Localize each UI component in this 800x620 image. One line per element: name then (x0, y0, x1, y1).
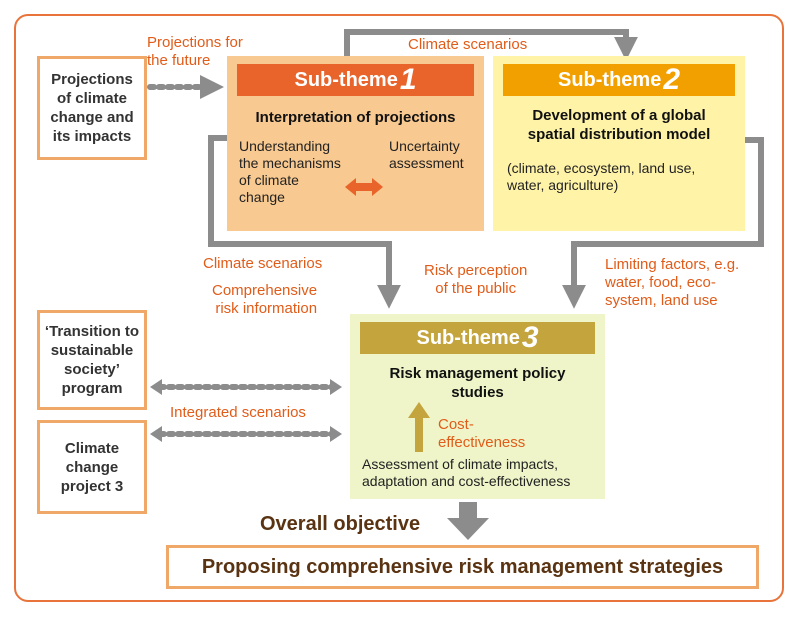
projections-box: Projections of climate change and its im… (37, 56, 147, 160)
subtheme3-header-text: Sub-theme (416, 326, 520, 349)
up-arrow-icon (408, 402, 430, 452)
climate-scenarios-top-label: Climate scenarios (408, 36, 528, 53)
transition-dotted-arrow (150, 379, 342, 395)
sub2-to-sub3-arrow (562, 137, 764, 309)
overall-objective-arrow (447, 502, 489, 540)
cost-effectiveness-label: Cost- effectiveness (438, 416, 526, 451)
subtheme2-title: Development of a global spatial distribu… (527, 107, 711, 143)
subtheme2-number: 2 (663, 63, 681, 96)
subtheme1-left-text: Understanding the mechanisms of climate … (239, 138, 341, 205)
transition-program-box: ‘Transition to sustainable society’ prog… (37, 310, 147, 410)
subtheme2-text: (climate, ecosystem, land use, water, ag… (507, 160, 696, 193)
subtheme2-header-text: Sub-theme (557, 68, 662, 91)
projections-for-future-label: Projections for the future (147, 34, 243, 69)
sub1-to-sub3-arrow (208, 135, 401, 309)
climate-project-dotted-arrow (150, 426, 342, 442)
subtheme1-right-text: Uncertainty assessment (389, 138, 464, 171)
climate-scenarios-mid-label: Climate scenarios (203, 255, 323, 272)
climate-scenarios-top-arrow (344, 29, 638, 61)
climate-change-project-box: Climate change project 3 (37, 420, 147, 514)
overall-objective-box: Proposing comprehensive risk management … (166, 545, 759, 589)
subtheme3-number: 3 (521, 321, 539, 354)
subtheme3-title: Risk management policy studies (389, 365, 566, 401)
overall-objective-label: Overall objective (260, 513, 421, 535)
integrated-scenarios-label: Integrated scenarios (170, 404, 306, 421)
subtheme3-bottom-text: Assessment of climate impacts, adaptatio… (362, 456, 571, 489)
comprehensive-risk-label: Comprehensive risk information (212, 282, 318, 317)
subtheme1-title: Interpretation of projections (255, 109, 456, 126)
subtheme1-header-text: Sub-theme (294, 68, 398, 91)
risk-perception-label: Risk perception of the public (424, 262, 528, 297)
subtheme1-number: 1 (399, 63, 417, 96)
double-arrow-icon (345, 178, 383, 196)
diagram-frame (14, 14, 784, 602)
limiting-factors-label: Limiting factors, e.g. water, food, eco-… (605, 256, 740, 309)
